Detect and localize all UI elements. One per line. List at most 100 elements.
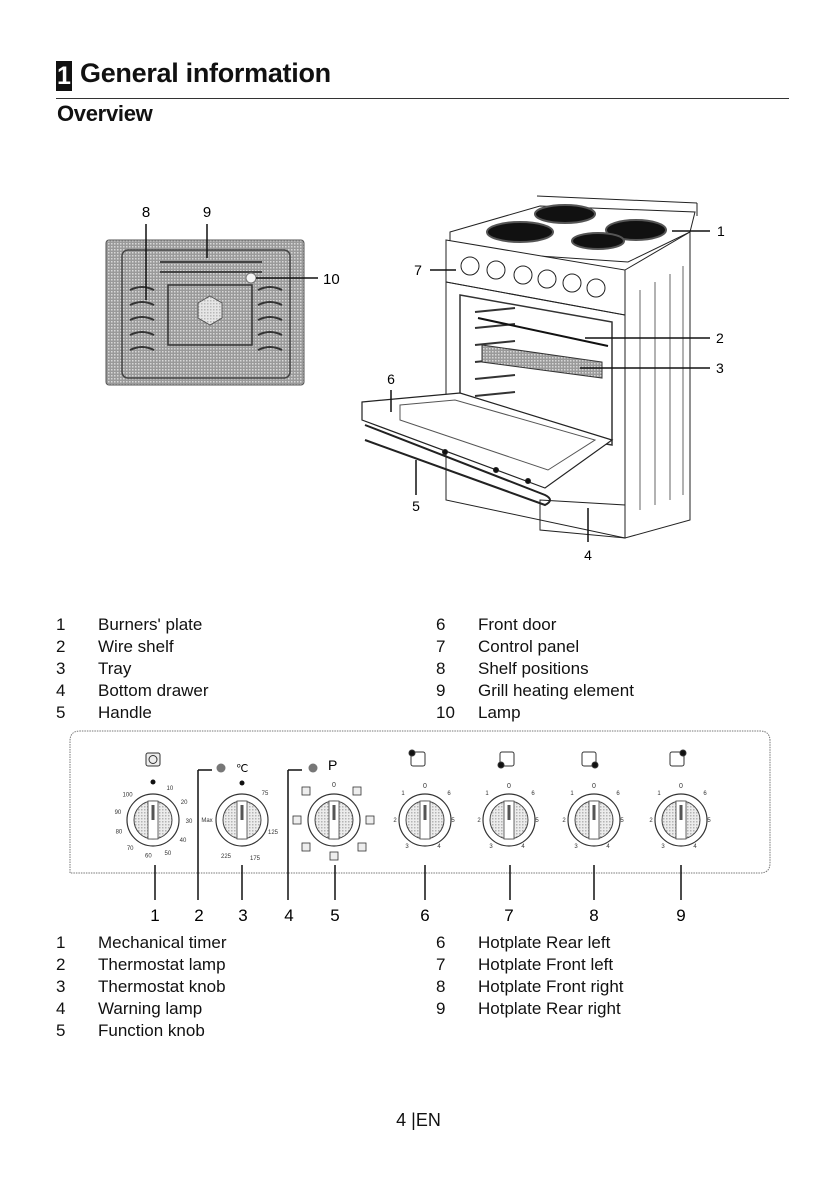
scale-label: 100 bbox=[123, 793, 134, 799]
scale-label: 90 bbox=[115, 810, 122, 816]
scale-label: 5 bbox=[535, 818, 539, 824]
thermostat-lamp-icon bbox=[216, 763, 226, 773]
chapter-number-badge: 1 bbox=[56, 61, 72, 91]
oven-interior-figure bbox=[105, 224, 318, 386]
scale-label: 1 bbox=[570, 791, 574, 797]
scale-label: 1 bbox=[401, 791, 405, 797]
wire-shelf-shape bbox=[477, 317, 609, 347]
function-mode-icon bbox=[301, 842, 311, 852]
panel-callout-5: 5 bbox=[330, 906, 339, 925]
panel-callout-6: 6 bbox=[420, 906, 429, 925]
scale-label: 60 bbox=[145, 854, 152, 860]
function-mode-icon bbox=[357, 842, 367, 852]
scale-label: 4 bbox=[693, 844, 697, 850]
panel-callout-2: 2 bbox=[194, 906, 203, 925]
scale-label: 3 bbox=[574, 844, 578, 850]
function-mode-icon bbox=[329, 851, 339, 861]
section-title: Overview bbox=[57, 101, 153, 126]
scale-label: 1 bbox=[657, 791, 661, 797]
front-right-icon bbox=[581, 751, 597, 767]
title-divider bbox=[56, 98, 789, 99]
function-mode-icon bbox=[365, 815, 375, 825]
page-number: 4 bbox=[396, 1110, 407, 1130]
page-footer: 4 |EN bbox=[0, 1110, 837, 1131]
scale-label: 30 bbox=[186, 819, 193, 825]
scale-label: 1 bbox=[485, 791, 489, 797]
scale-label: 125 bbox=[268, 830, 279, 836]
chapter-title: General information bbox=[80, 58, 331, 88]
hotplate-rear-left-shape bbox=[486, 221, 554, 243]
callout-10: 10 bbox=[323, 271, 340, 288]
scale-label: 6 bbox=[531, 791, 535, 797]
oven-illustration: 8 9 10 bbox=[105, 195, 725, 563]
callout-6: 6 bbox=[387, 371, 395, 387]
clock-icon bbox=[145, 752, 161, 767]
panel-callout-3: 3 bbox=[238, 906, 247, 925]
grill-element-shape bbox=[160, 261, 262, 273]
warning-lamp-icon bbox=[308, 763, 318, 773]
footer-separator: | bbox=[411, 1110, 416, 1130]
scale-label: 5 bbox=[451, 818, 455, 824]
panel-callout-9: 9 bbox=[676, 906, 685, 925]
callout-7: 7 bbox=[414, 262, 422, 278]
scale-label: 10 bbox=[167, 786, 174, 792]
callout-5: 5 bbox=[412, 498, 420, 514]
function-mode-icon bbox=[352, 786, 362, 796]
panel-callout-7: 7 bbox=[504, 906, 513, 925]
panel-callout-1: 1 bbox=[150, 906, 159, 925]
scale-label: 2 bbox=[562, 818, 566, 824]
callout-4: 4 bbox=[584, 547, 592, 563]
panel-callout-4: 4 bbox=[284, 906, 293, 925]
hotplate-position-icons bbox=[408, 749, 687, 769]
language-code: EN bbox=[415, 1110, 441, 1130]
scale-label: 0 bbox=[332, 782, 336, 789]
scale-label: 6 bbox=[447, 791, 451, 797]
scale-label: 4 bbox=[437, 844, 441, 850]
scale-label: 3 bbox=[405, 844, 409, 850]
scale-label: 20 bbox=[181, 800, 188, 806]
scale-label: 0 bbox=[679, 783, 683, 790]
scale-label: 0 bbox=[423, 783, 427, 790]
scale-label: 0 bbox=[592, 783, 596, 790]
scale-label: 3 bbox=[661, 844, 665, 850]
scale-label: 5 bbox=[707, 818, 711, 824]
celsius-symbol: ℃ bbox=[236, 763, 248, 775]
scale-label: Max bbox=[201, 818, 212, 824]
cooker-knobs bbox=[460, 256, 606, 298]
scale-label: 0 bbox=[507, 783, 511, 790]
scale-label: 2 bbox=[393, 818, 397, 824]
callout-8: 8 bbox=[142, 204, 150, 221]
scale-label: 70 bbox=[127, 846, 134, 852]
callout-3: 3 bbox=[716, 360, 724, 376]
callout-9: 9 bbox=[203, 204, 211, 221]
scale-label: 40 bbox=[180, 838, 187, 844]
scale-label: 75 bbox=[262, 791, 269, 797]
scale-label: 2 bbox=[477, 818, 481, 824]
panel-callout-8: 8 bbox=[589, 906, 598, 925]
scale-label: 225 bbox=[221, 854, 232, 860]
scale-label: 175 bbox=[250, 856, 261, 862]
scale-label: 2 bbox=[649, 818, 653, 824]
callout-2: 2 bbox=[716, 330, 724, 346]
scale-label: 6 bbox=[703, 791, 707, 797]
scale-label: 4 bbox=[521, 844, 525, 850]
callout-1: 1 bbox=[717, 223, 725, 239]
scale-label: 50 bbox=[165, 851, 172, 857]
